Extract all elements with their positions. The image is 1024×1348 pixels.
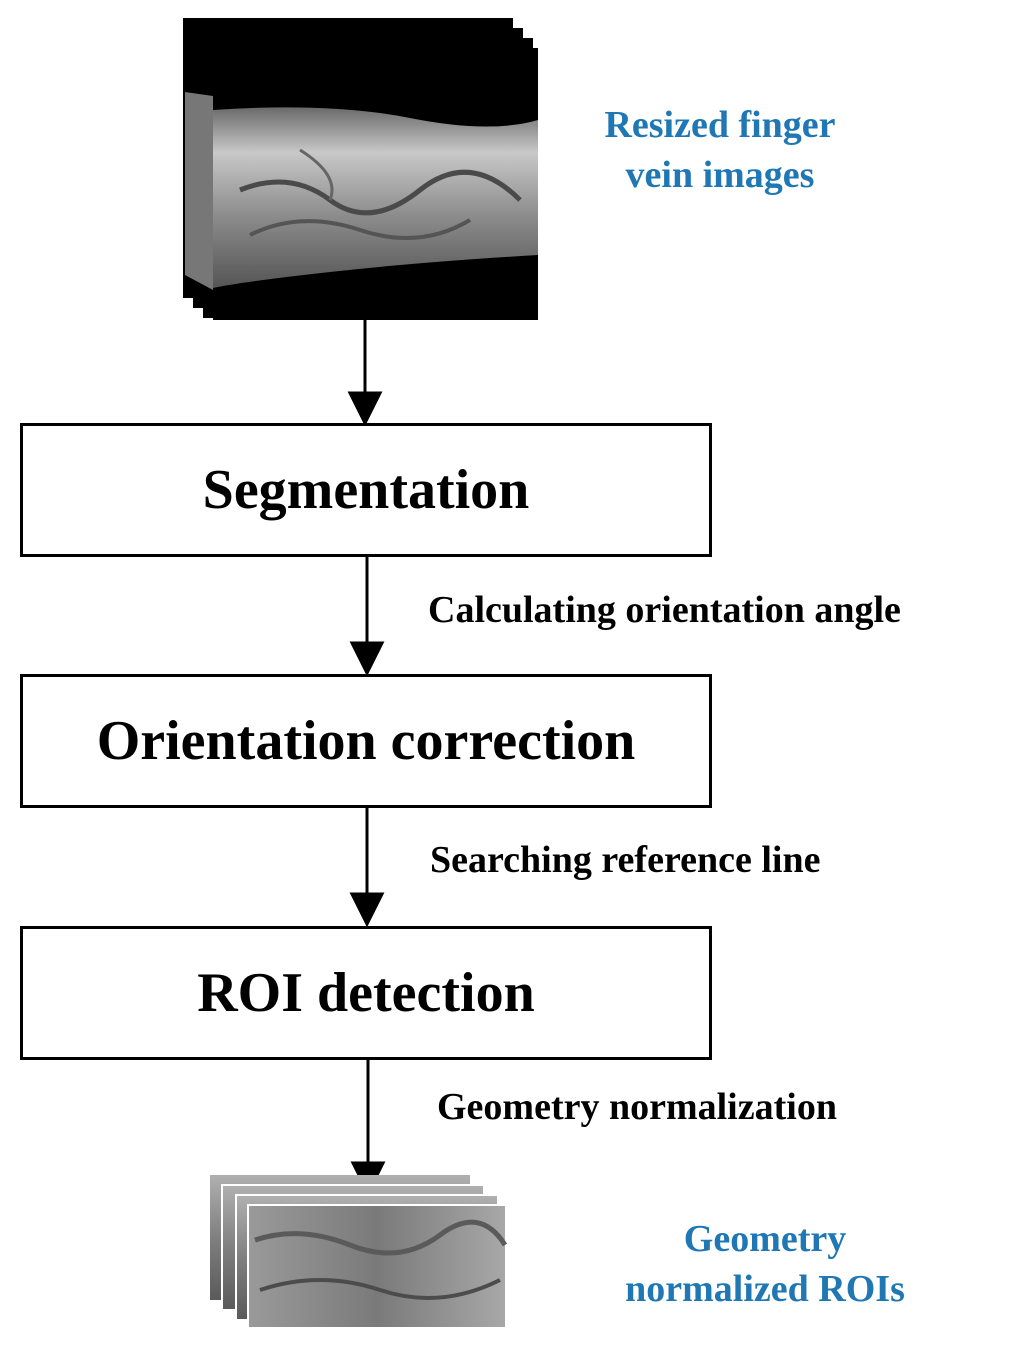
output-caption-line-2: normalized ROIs: [625, 1268, 905, 1310]
roi-detection-label: ROI detection: [197, 962, 535, 1024]
input-image-stack: [183, 18, 538, 320]
vein-line-3: [299, 148, 334, 201]
transition-label-geometry-normalization: Geometry normalization: [437, 1086, 837, 1128]
arrow-1-head: [347, 391, 383, 427]
back-finger-edge: [185, 92, 213, 290]
orientation-correction-box: Orientation correction: [20, 674, 712, 808]
vein-line-2: [249, 218, 472, 240]
arrow-3-head: [349, 892, 385, 928]
transition-label-reference-line: Searching reference line: [430, 839, 821, 881]
arrow-2-head: [349, 641, 385, 677]
input-caption: Resized finger vein images: [560, 100, 880, 200]
output-caption-line-1: Geometry: [683, 1218, 847, 1260]
roi-detection-box: ROI detection: [20, 926, 712, 1060]
segmentation-label: Segmentation: [202, 459, 530, 521]
input-caption-line-1: Resized finger: [604, 104, 836, 146]
roi-vein-2: [259, 1278, 501, 1300]
output-roi-stack: [210, 1175, 508, 1329]
output-caption: Geometry normalized ROIs: [585, 1214, 945, 1314]
finger-region: [213, 107, 538, 288]
orientation-correction-label: Orientation correction: [96, 710, 636, 772]
roi-vein-1: [254, 1219, 508, 1256]
transition-label-orientation-angle: Calculating orientation angle: [428, 589, 901, 631]
segmentation-box: Segmentation: [20, 423, 712, 557]
input-caption-line-2: vein images: [625, 154, 815, 196]
vein-line-1: [239, 169, 522, 216]
